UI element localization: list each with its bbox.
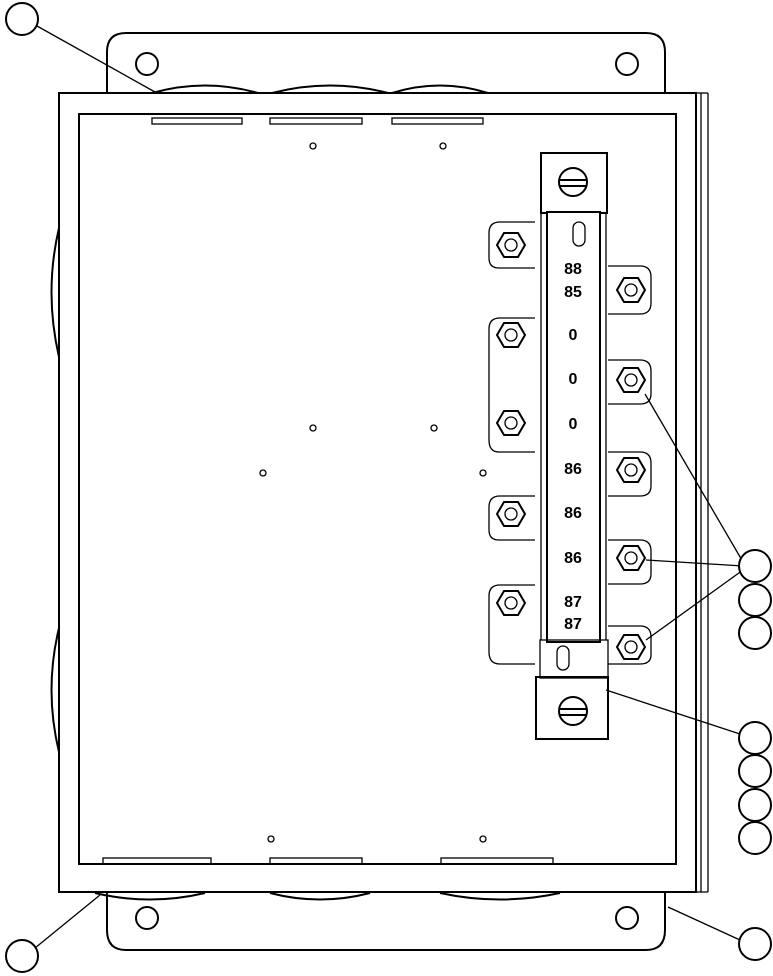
terminal-label: 87 xyxy=(564,616,582,633)
terminal-label: 86 xyxy=(564,550,582,567)
rail-slot xyxy=(572,221,586,247)
slot xyxy=(269,857,363,865)
small-holes xyxy=(259,142,487,843)
callout-balloon xyxy=(738,927,772,961)
bottom-mounting-flange xyxy=(106,893,666,951)
hex-nut xyxy=(615,634,647,660)
callout-balloon xyxy=(738,583,772,617)
enclosure-body xyxy=(58,92,709,893)
callout-balloon xyxy=(738,754,772,788)
callout-balloon xyxy=(738,616,772,650)
top-knockouts xyxy=(151,84,489,94)
rail-slot xyxy=(556,645,570,671)
callout-balloon xyxy=(738,821,772,855)
busbar-plate xyxy=(488,221,652,665)
top-mounting-flange xyxy=(106,32,666,93)
terminal-label: 85 xyxy=(564,284,582,301)
bottom-slots xyxy=(102,857,554,865)
enclosure-inner-wall xyxy=(78,113,677,865)
terminal-label: 88 xyxy=(564,261,582,278)
terminal-label: 0 xyxy=(569,416,578,433)
terminal-label: 86 xyxy=(564,505,582,522)
terminal-label: 0 xyxy=(569,371,578,388)
hex-nut xyxy=(615,545,647,571)
terminal-label: 0 xyxy=(569,327,578,344)
left-knockouts xyxy=(50,227,60,753)
enclosure-outer-wall xyxy=(58,92,697,893)
mounting-hole xyxy=(615,52,639,76)
bottom-knockouts xyxy=(94,892,561,901)
hex-nut xyxy=(615,457,647,483)
hex-nut xyxy=(495,590,527,616)
slot xyxy=(440,857,554,865)
mounting-hole xyxy=(135,52,159,76)
clamp-screw-top xyxy=(558,167,588,197)
hex-nut xyxy=(615,277,647,303)
leader-lines xyxy=(34,25,744,949)
callout-balloons xyxy=(5,2,772,973)
terminal-nuts-right xyxy=(615,277,647,660)
terminal-label: 87 xyxy=(564,594,582,611)
slot xyxy=(391,117,484,125)
hex-nut xyxy=(495,501,527,527)
terminal-strip xyxy=(535,152,609,740)
terminal-label: 86 xyxy=(564,461,582,478)
hex-nut xyxy=(495,410,527,436)
callout-balloon xyxy=(738,549,772,583)
hex-nut xyxy=(495,232,527,258)
mounting-hole xyxy=(615,906,639,930)
callout-balloon xyxy=(738,721,772,755)
terminal-nuts-left xyxy=(495,232,527,616)
slot xyxy=(151,117,243,125)
slot xyxy=(269,117,363,125)
top-slots xyxy=(151,117,484,125)
slot xyxy=(102,857,212,865)
clamp-screw-bottom xyxy=(558,696,588,726)
terminal-rail xyxy=(546,211,601,643)
callout-balloon xyxy=(738,788,772,822)
callout-balloon xyxy=(5,2,39,36)
terminal-labels: 88 85 0 0 0 86 86 86 87 87 xyxy=(564,261,582,633)
mounting-hole xyxy=(135,906,159,930)
hex-nut xyxy=(615,367,647,393)
callout-balloon xyxy=(5,939,39,973)
hex-nut xyxy=(495,322,527,348)
